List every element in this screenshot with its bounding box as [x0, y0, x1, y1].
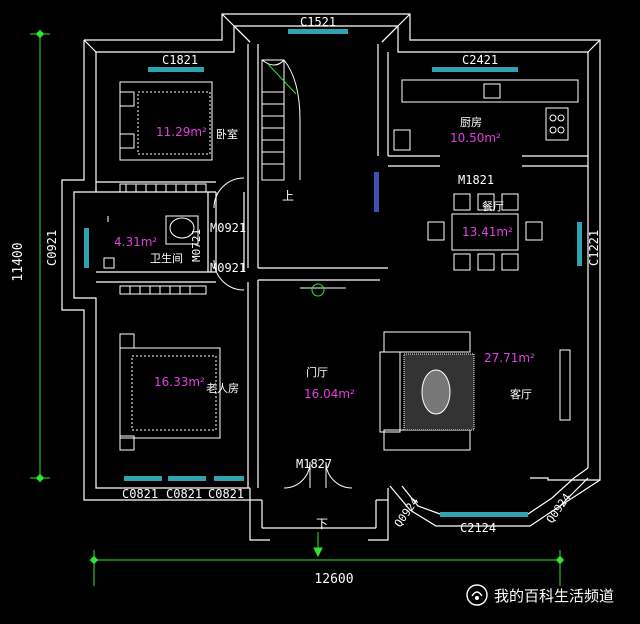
room-area-kitchen: 10.50m²: [450, 131, 501, 145]
label-c1521: C1521: [300, 15, 336, 29]
room-name-dining: 餐厅: [482, 199, 504, 213]
room-area-dining: 13.41m²: [462, 225, 513, 239]
label-c0821-a: C0821: [122, 487, 158, 501]
label-c0821-b: C0821: [166, 487, 202, 501]
width-dimension-label: 12600: [314, 572, 353, 587]
stair-down-label: 下: [316, 517, 328, 531]
door-arrow: [313, 532, 323, 558]
room-name-foyer: 门厅: [306, 365, 328, 379]
label-m0921-top: M0921: [210, 221, 246, 235]
wechat-channel-icon: [466, 584, 488, 606]
room-labels: 卧室 11.29m² 厨房 10.50m² 餐厅 13.41m² 卫生间 4.3…: [114, 116, 535, 401]
room-area-elder: 16.33m²: [154, 375, 205, 389]
kitchen-fixtures: [393, 79, 579, 151]
label-m0721: M0721: [190, 229, 203, 262]
stair-up-label: 上: [282, 189, 294, 203]
opening-labels: C1521 C1821 C2421 M1821 M0921 M0921 M072…: [45, 15, 601, 535]
living-room-sofa: [379, 331, 571, 451]
window-marks: [84, 29, 582, 517]
label-c0921: C0921: [45, 230, 59, 266]
room-area-living: 27.71m²: [484, 351, 535, 365]
label-q0924-left: Q0924: [392, 495, 422, 530]
label-c1221: C1221: [587, 230, 601, 266]
watermark-text: 我的百科生活频道: [494, 586, 615, 605]
label-m0921-bottom: M0921: [210, 261, 246, 275]
elder-room-furniture: [119, 285, 221, 451]
bedroom-furniture: [119, 81, 213, 193]
label-c0821-c: C0821: [208, 487, 244, 501]
room-name-kitchen: 厨房: [460, 116, 482, 129]
room-area-bedroom: 11.29m²: [156, 125, 207, 139]
label-m1827: M1827: [296, 457, 332, 471]
room-area-bathroom: 4.31m²: [114, 235, 157, 249]
interior-walls: [96, 44, 588, 488]
label-c2124: C2124: [460, 521, 496, 535]
staircase: [261, 59, 301, 181]
label-c1821: C1821: [162, 53, 198, 67]
watermark: 我的百科生活频道: [466, 580, 636, 610]
room-name-living: 客厅: [510, 387, 532, 401]
dining-table: [427, 193, 543, 271]
room-area-foyer: 16.04m²: [304, 387, 355, 401]
label-q0924-right: Q0924: [544, 491, 574, 526]
label-m1821: M1821: [458, 173, 494, 187]
doors: [213, 177, 353, 489]
room-name-bedroom: 卧室: [216, 127, 238, 141]
room-name-elder: 老人房: [206, 382, 239, 395]
outer-walls: [61, 13, 601, 541]
bathroom-fixtures: [103, 215, 199, 269]
height-dimension-label: 11400: [11, 242, 26, 281]
room-name-bathroom: 卫生间: [150, 251, 183, 265]
label-c2421: C2421: [462, 53, 498, 67]
